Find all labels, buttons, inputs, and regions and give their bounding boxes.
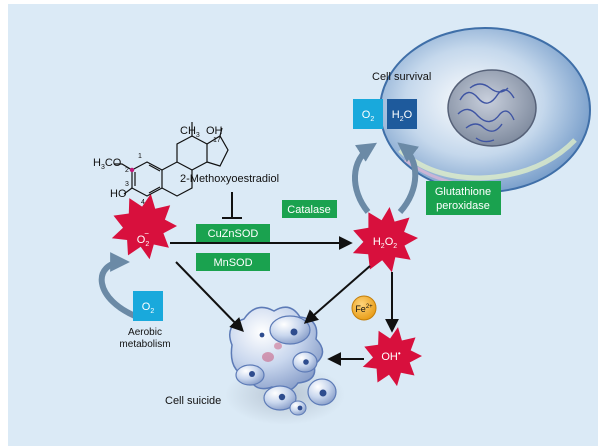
- arrow-peroxide-to-o2: [352, 142, 378, 214]
- arrow-peroxide-to-suicide: [303, 265, 371, 324]
- cuznsod-box: [196, 224, 270, 242]
- cell-suicide-label: Cell suicide: [165, 395, 221, 407]
- methoxy-group-label: H3CO: [93, 157, 122, 171]
- glutathione-label: Glutathione: [435, 186, 491, 198]
- chromatin-fibres: [457, 83, 515, 143]
- o2-product-label: O2: [362, 109, 375, 123]
- hydrogen-peroxide-label: H2O2: [373, 236, 397, 250]
- ring-position-17: 17: [213, 137, 221, 144]
- hydroxyl-top-label: OH: [206, 125, 223, 137]
- hydroxyl-radical-node: [362, 327, 422, 387]
- water-product-label: H2O: [392, 109, 413, 123]
- ring-position-2: 2: [125, 167, 129, 174]
- ring-position-4: 4: [141, 199, 145, 206]
- methoxy-stereocenter: [129, 167, 135, 173]
- aerobic-label: Aerobic: [128, 327, 162, 338]
- ring-position-1: 1: [138, 153, 142, 160]
- o2-product-box: [353, 99, 383, 129]
- hydroxyl-left-label: HO: [110, 188, 127, 200]
- inhibitor-name-label: 2-Methoxyoestradiol: [180, 173, 279, 185]
- o2-aerobic-box: [133, 291, 163, 321]
- superoxide-label: O2−: [137, 229, 150, 248]
- metabolism-label: metabolism: [119, 339, 170, 350]
- o2-aerobic-label: O2: [142, 301, 155, 315]
- arrow-peroxide-to-water: [397, 142, 420, 215]
- hydroxyl-radical-label: OH•: [381, 349, 401, 363]
- hydrogen-peroxide-node: [352, 207, 418, 273]
- catalase-label: Catalase: [287, 204, 330, 216]
- glutathione-peroxidase-box: [426, 181, 501, 215]
- apoptotic-cell: [225, 306, 345, 425]
- inhibition-bar: [222, 192, 242, 219]
- cuznsod-label: CuZnSOD: [208, 228, 259, 240]
- water-product-box: [387, 99, 417, 129]
- iron-ion: [351, 295, 377, 321]
- healthy-cell: [379, 27, 591, 193]
- iron-label: Fe2+: [355, 304, 373, 314]
- catalase-box: [282, 200, 337, 218]
- cell-nucleus: [447, 69, 537, 147]
- arrow-aerobic-to-superoxide: [98, 252, 142, 321]
- mnsod-label: MnSOD: [213, 257, 252, 269]
- superoxide-radical: [111, 193, 177, 260]
- peroxidase-label: peroxidase: [436, 200, 490, 212]
- mnsod-box: [196, 253, 270, 271]
- arrow-superoxide-to-suicide: [175, 261, 244, 333]
- methyl-group-label: CH3: [180, 125, 200, 139]
- ring-position-3: 3: [125, 181, 129, 188]
- cell-survival-label: Cell survival: [372, 71, 431, 83]
